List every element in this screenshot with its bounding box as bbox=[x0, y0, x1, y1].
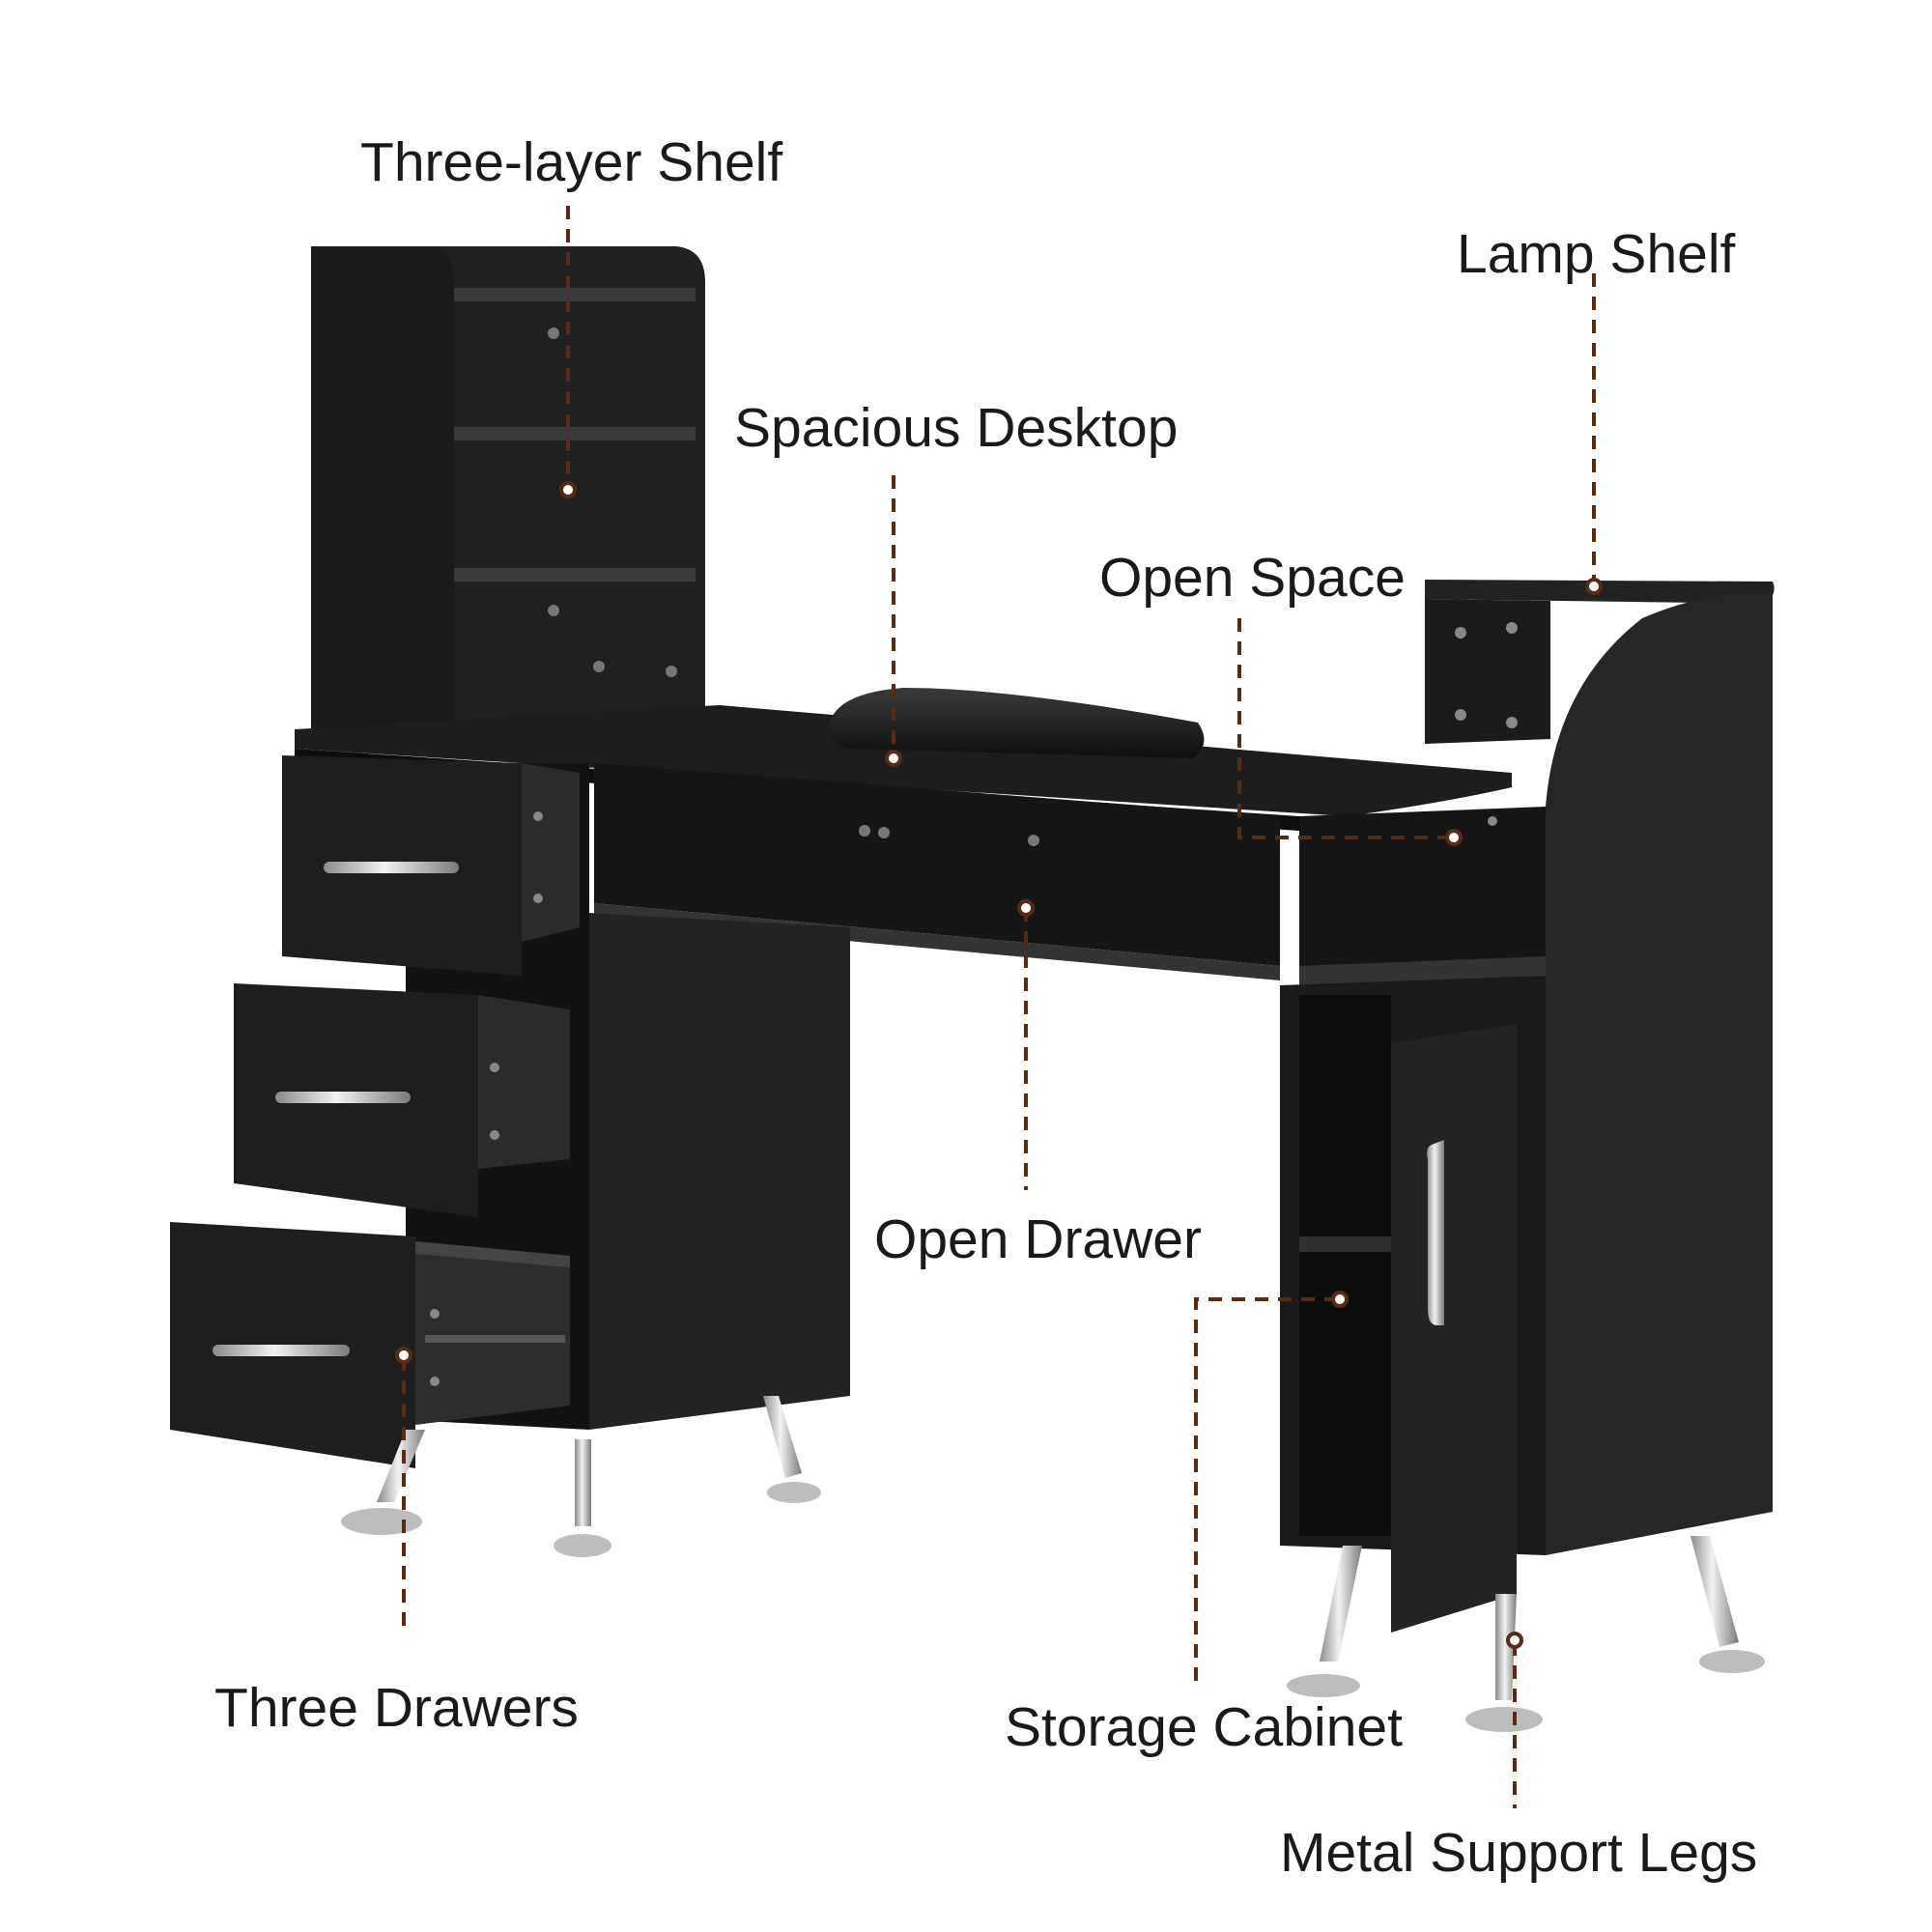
label-spacious-desktop: Spacious Desktop bbox=[734, 397, 1179, 459]
drawer-middle-handle[interactable] bbox=[275, 1092, 411, 1103]
leader-storage-cabinet bbox=[1194, 1297, 1338, 1681]
callout-leaders bbox=[402, 206, 1596, 1808]
drawer-bottom[interactable] bbox=[170, 1222, 570, 1468]
label-three-layer-shelf: Three-layer Shelf bbox=[360, 131, 783, 193]
leg-back-right bbox=[1690, 1536, 1739, 1647]
leg-front-right-2 bbox=[1495, 1594, 1517, 1700]
metal-support-legs bbox=[341, 1396, 1765, 1732]
three-drawers bbox=[170, 755, 580, 1468]
leg-front-left bbox=[377, 1430, 425, 1502]
drawer-top[interactable] bbox=[282, 755, 580, 976]
label-open-space: Open Space bbox=[1099, 547, 1406, 609]
cabinet-door[interactable] bbox=[1391, 1024, 1517, 1633]
marker-open-drawer bbox=[1017, 899, 1035, 917]
callout-markers bbox=[395, 481, 1603, 1649]
marker-three-layer-shelf bbox=[559, 481, 577, 498]
leg-front-right bbox=[1320, 1546, 1362, 1662]
open-space-under-desk bbox=[594, 763, 1280, 980]
label-open-drawer: Open Drawer bbox=[874, 1208, 1202, 1270]
label-metal-support-legs: Metal Support Legs bbox=[1280, 1822, 1758, 1884]
marker-open-space bbox=[1445, 829, 1463, 846]
marker-storage-cabinet bbox=[1331, 1291, 1349, 1308]
marker-spacious-desktop bbox=[885, 750, 902, 767]
label-lamp-shelf: Lamp Shelf bbox=[1457, 223, 1736, 285]
drawer-middle[interactable] bbox=[234, 983, 570, 1217]
three-layer-shelf-unit bbox=[311, 246, 705, 734]
marker-metal-support-legs bbox=[1506, 1632, 1523, 1649]
leg-left-rear bbox=[763, 1396, 802, 1478]
label-three-drawers: Three Drawers bbox=[214, 1677, 579, 1739]
drawer-top-handle[interactable] bbox=[324, 862, 459, 873]
marker-three-drawers bbox=[395, 1347, 412, 1364]
marker-lamp-shelf bbox=[1585, 578, 1603, 595]
leg-back-left bbox=[575, 1439, 591, 1526]
drawer-bottom-handle[interactable] bbox=[213, 1345, 350, 1356]
label-storage-cabinet: Storage Cabinet bbox=[1005, 1696, 1403, 1758]
cabinet-door-handle[interactable] bbox=[1427, 1140, 1444, 1325]
leader-open-space bbox=[1237, 618, 1452, 839]
right-pedestal bbox=[1280, 580, 1775, 1633]
